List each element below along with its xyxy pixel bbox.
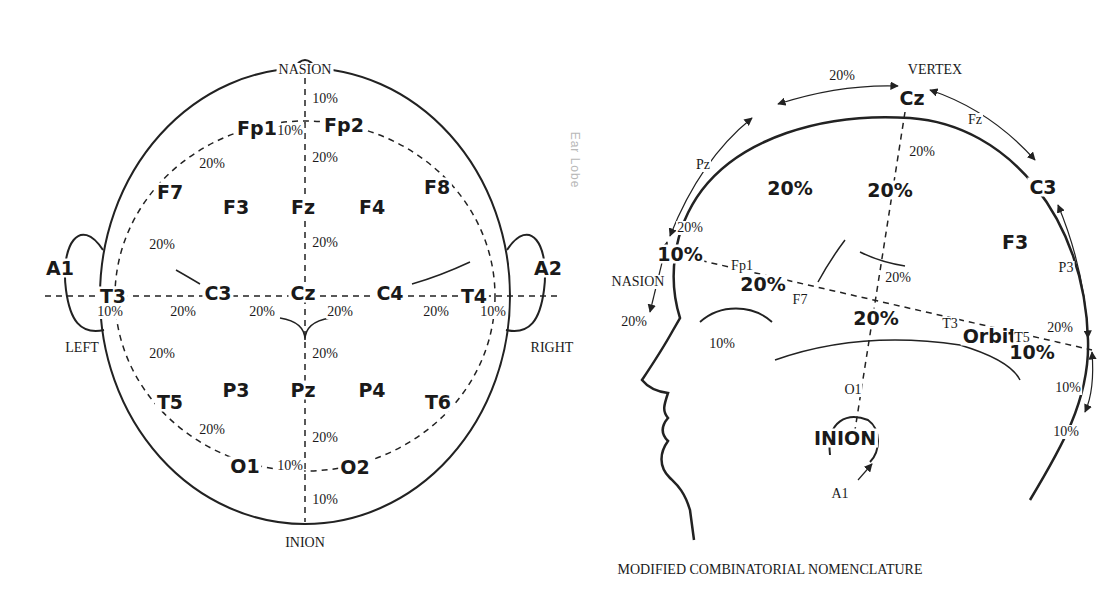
electrode-label: O1: [228, 457, 261, 476]
percent-label: T3: [941, 317, 959, 331]
sulcus-line: [176, 270, 200, 284]
landmark-label: INION: [283, 536, 327, 550]
percent-label: NASION: [611, 275, 666, 289]
percent-label: 10%: [311, 92, 339, 106]
electrode-label: F3: [221, 198, 251, 217]
percent-label: 20%: [326, 305, 354, 319]
percent-label: 20%: [148, 238, 176, 252]
measure-arc: [670, 118, 752, 236]
sulcus-line: [775, 340, 1020, 380]
electrode-label: Pz: [289, 381, 318, 400]
measure-arc: [778, 86, 898, 104]
electrode-label: F8: [422, 178, 452, 197]
sulcus-line: [818, 240, 845, 282]
percent-label: 20%: [148, 347, 176, 361]
percent-label: 20%: [169, 305, 197, 319]
electrode-label: Fp2: [322, 116, 366, 135]
electrode-label: A1: [44, 259, 76, 278]
electrode-label: C3: [1027, 178, 1058, 197]
percent-label: MODIFIED COMBINATORIAL NOMENCLATURE: [617, 563, 924, 577]
percent-label: 20%: [1046, 321, 1074, 335]
leader-line: [858, 464, 872, 480]
electrode-label: Fp1: [235, 119, 279, 138]
electrode-label: Cz: [897, 89, 926, 108]
percent-label: Fp1: [730, 259, 754, 273]
measure-arc: [1085, 352, 1093, 412]
electrode-label: 20%: [851, 309, 900, 328]
electrode-label: T6: [423, 393, 453, 412]
percent-label: 10%: [276, 459, 304, 473]
vertex-mark: [280, 318, 330, 340]
percent-label: Pz: [695, 158, 711, 172]
electrode-label: T4: [459, 287, 489, 306]
electrode-label: Fz: [289, 198, 317, 217]
percent-label: O1: [843, 383, 862, 397]
percent-label: 20%: [248, 305, 276, 319]
percent-label: 20%: [828, 69, 856, 83]
electrode-label: O2: [338, 458, 371, 477]
percent-label: 20%: [884, 271, 912, 285]
percent-label: P3: [1058, 261, 1075, 275]
orbit: [700, 309, 772, 323]
electrode-label: C3: [202, 284, 233, 303]
electrode-label: F7: [155, 183, 185, 202]
percent-label: 20%: [908, 145, 936, 159]
landmark-label: NASION: [277, 63, 334, 77]
percent-label: 10%: [311, 493, 339, 507]
percent-label: 20%: [311, 347, 339, 361]
electrode-label: T5: [155, 393, 185, 412]
electrode-label: 20%: [865, 181, 914, 200]
percent-label: Fz: [967, 113, 983, 127]
landmark-label: VERTEX: [906, 63, 964, 77]
percent-label: 10%: [96, 305, 124, 319]
percent-label: 20%: [198, 423, 226, 437]
measure-arc: [930, 90, 1035, 160]
electrode-label: C4: [374, 284, 405, 303]
percent-label: 10%: [1054, 381, 1082, 395]
percent-label: 20%: [676, 221, 704, 235]
sulcus-line: [860, 252, 905, 266]
sulcus-line: [412, 262, 470, 284]
landmark-label: 20%: [619, 315, 649, 329]
landmark-label: A1: [829, 487, 850, 501]
electrode-label: F3: [1000, 233, 1030, 252]
percent-label: 20%: [422, 305, 450, 319]
percent-label: 10%: [479, 305, 507, 319]
right-ear: [506, 235, 545, 331]
percent-label: 20%: [311, 151, 339, 165]
electrode-label: Cz: [288, 284, 317, 303]
percent-label: 20%: [311, 236, 339, 250]
electrode-label: INION: [812, 429, 878, 448]
electrode-label: P4: [356, 381, 387, 400]
dashed-line: [690, 258, 1092, 350]
electrode-label: 20%: [738, 275, 787, 294]
percent-label: 10%: [276, 124, 304, 138]
electrode-label: 20%: [765, 179, 814, 198]
electrode-label: A2: [532, 259, 564, 278]
electrode-label: P3: [220, 381, 251, 400]
percent-label: 20%: [198, 157, 226, 171]
electrode-label: T3: [98, 287, 128, 306]
percent-label: 20%: [311, 431, 339, 445]
electrode-label: 10%: [655, 245, 704, 264]
electrode-label: 10%: [1007, 343, 1056, 362]
electrode-label: F4: [357, 198, 387, 217]
head-profile: [642, 117, 1088, 540]
landmark-label: RIGHT: [529, 341, 576, 355]
landmark-label: 10%: [1051, 425, 1081, 439]
head-outline: [100, 68, 510, 524]
percent-label: F7: [792, 293, 809, 307]
measure-arc: [1058, 205, 1088, 338]
landmark-label: LEFT: [63, 341, 100, 355]
landmark-label: 10%: [707, 337, 737, 351]
watermark: Ear Lobe: [569, 132, 581, 189]
